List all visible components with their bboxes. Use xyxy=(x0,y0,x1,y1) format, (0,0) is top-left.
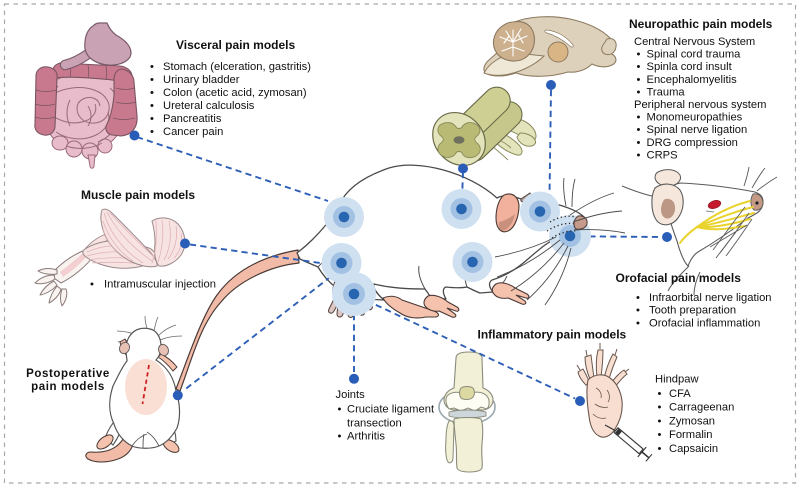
svg-text:•: • xyxy=(637,112,641,124)
svg-text:Arthritis: Arthritis xyxy=(347,430,385,442)
svg-text:Ureteral calculosis: Ureteral calculosis xyxy=(163,100,255,112)
svg-text:Monomeuropathies: Monomeuropathies xyxy=(647,112,743,124)
svg-text:•: • xyxy=(150,87,154,99)
svg-text:•: • xyxy=(150,100,154,112)
svg-text:Colon (acetic acid, zymosan): Colon (acetic acid, zymosan) xyxy=(163,87,307,99)
svg-text:Cruciate ligament: Cruciate ligament xyxy=(347,404,435,416)
svg-text:DRG compression: DRG compression xyxy=(647,137,738,149)
svg-text:Muscle pain models: Muscle pain models xyxy=(81,188,195,202)
svg-text:•: • xyxy=(90,279,94,291)
svg-text:Stomach (elceration, gastritis: Stomach (elceration, gastritis) xyxy=(163,61,311,73)
svg-text:CRPS: CRPS xyxy=(647,149,678,161)
svg-text:transection: transection xyxy=(347,417,402,429)
svg-text:Encephalomyelitis: Encephalomyelitis xyxy=(647,74,738,86)
svg-text:•: • xyxy=(658,443,662,455)
svg-text:•: • xyxy=(636,292,640,304)
svg-text:Formalin: Formalin xyxy=(669,429,713,441)
svg-text:•: • xyxy=(658,388,662,400)
svg-text:CFA: CFA xyxy=(669,388,691,400)
svg-text:Hindpaw: Hindpaw xyxy=(655,374,699,386)
svg-text:Neuropathic pain models: Neuropathic pain models xyxy=(629,17,773,31)
svg-text:•: • xyxy=(637,49,641,61)
svg-text:•: • xyxy=(150,126,154,138)
svg-text:•: • xyxy=(658,402,662,414)
svg-text:Urinary bladder: Urinary bladder xyxy=(163,74,240,86)
svg-text:•: • xyxy=(637,124,641,136)
svg-text:•: • xyxy=(150,74,154,86)
svg-text:Intramuscular injection: Intramuscular injection xyxy=(104,279,216,291)
svg-text:Orofacial pain models: Orofacial pain models xyxy=(616,271,742,285)
svg-text:Spinal nerve ligation: Spinal nerve ligation xyxy=(647,124,748,136)
svg-text:•: • xyxy=(150,113,154,125)
svg-text:Zymosan: Zymosan xyxy=(669,415,715,427)
svg-text:•: • xyxy=(637,86,641,98)
svg-text:Trauma: Trauma xyxy=(647,86,686,98)
svg-text:Visceral pain models: Visceral pain models xyxy=(176,38,295,52)
svg-text:•: • xyxy=(636,305,640,317)
svg-text:Joints: Joints xyxy=(336,389,366,401)
svg-text:•: • xyxy=(637,149,641,161)
svg-text:•: • xyxy=(150,61,154,73)
svg-text:Carrageenan: Carrageenan xyxy=(669,402,734,414)
svg-text:•: • xyxy=(637,137,641,149)
svg-text:Capsaicin: Capsaicin xyxy=(669,443,718,455)
svg-text:Central Nervous System: Central Nervous System xyxy=(634,36,755,48)
svg-text:Inflammatory pain models: Inflammatory pain models xyxy=(478,328,627,342)
svg-text:Orofacial inflammation: Orofacial inflammation xyxy=(649,317,760,329)
svg-text:Spinla cord insult: Spinla cord insult xyxy=(647,61,733,73)
svg-text:Spinal cord trauma: Spinal cord trauma xyxy=(647,49,742,61)
svg-text:Cancer pain: Cancer pain xyxy=(163,126,223,138)
svg-text:pain models: pain models xyxy=(31,381,105,393)
svg-text:Pancreatitis: Pancreatitis xyxy=(163,113,222,125)
svg-text:•: • xyxy=(636,317,640,329)
svg-text:•: • xyxy=(658,429,662,441)
svg-text:Peripheral nervous system: Peripheral nervous system xyxy=(634,99,766,111)
svg-text:Infraorbital nerve ligation: Infraorbital nerve ligation xyxy=(649,292,772,304)
svg-text:•: • xyxy=(338,404,342,416)
svg-text:Postoperative: Postoperative xyxy=(26,368,110,380)
svg-text:•: • xyxy=(637,61,641,73)
svg-text:Tooth preparation: Tooth preparation xyxy=(649,305,736,317)
svg-text:•: • xyxy=(658,415,662,427)
svg-text:•: • xyxy=(637,74,641,86)
svg-text:•: • xyxy=(338,430,342,442)
